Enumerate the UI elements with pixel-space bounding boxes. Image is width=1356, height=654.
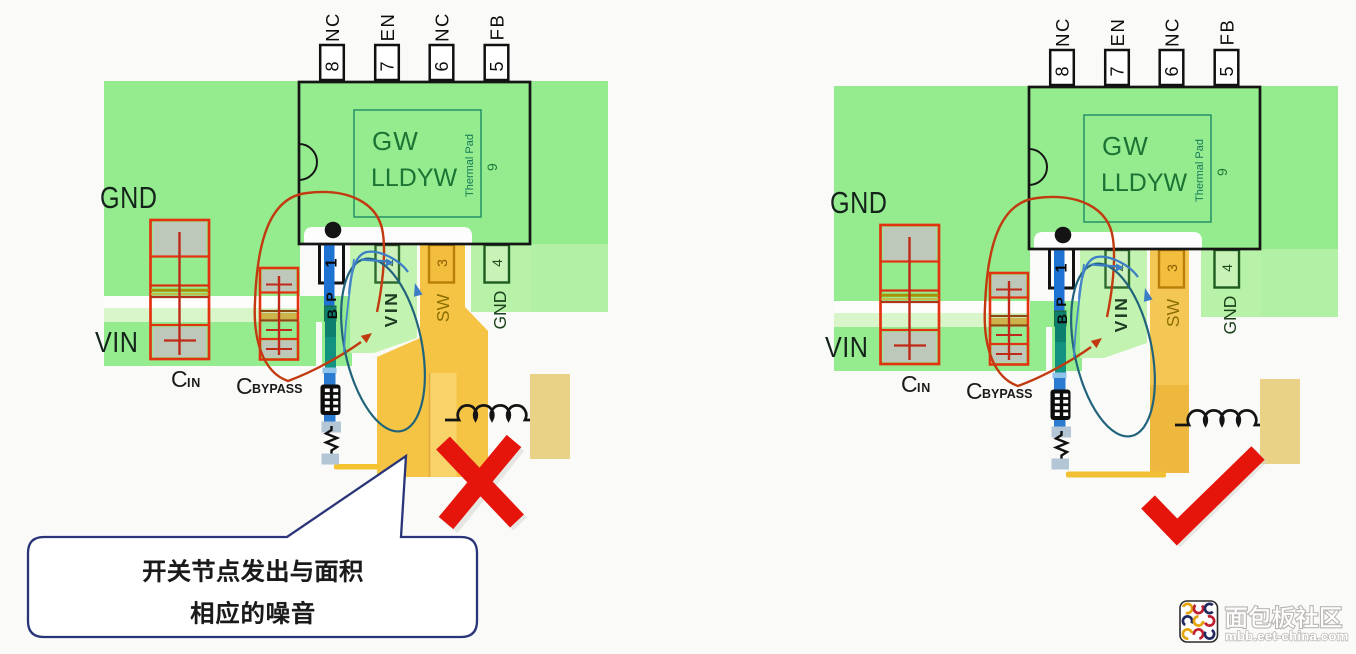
- svg-text:mbb.eet-china.com: mbb.eet-china.com: [1225, 629, 1349, 644]
